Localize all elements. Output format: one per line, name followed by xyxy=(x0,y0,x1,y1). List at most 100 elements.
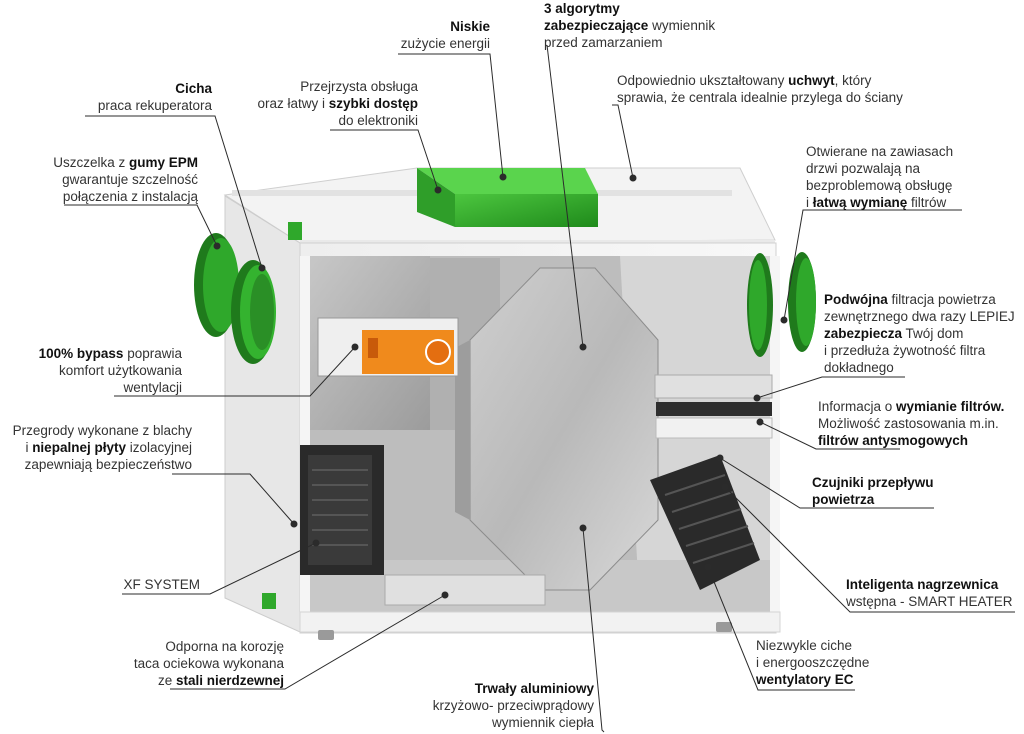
callout-line: Przejrzysta obsługa xyxy=(257,78,418,95)
filters xyxy=(654,374,773,439)
callout-line: Odporna na korozję xyxy=(134,638,284,655)
callout-text: drzwi pozwalają na xyxy=(806,161,921,176)
callout-bold-text: Cicha xyxy=(175,81,212,96)
callout-drzwi: Otwierane na zawiasach drzwi pozwalają na… xyxy=(806,143,953,211)
callout-wymiennik: Trwały aluminiowy krzyżowo- przeciwprądow… xyxy=(433,680,594,731)
callout-bold-text: niepalnej płyty xyxy=(32,440,126,455)
callout-bold-text: stali nierdzewnej xyxy=(175,673,284,688)
callout-text: zapewniają bezpieczeństwo xyxy=(24,457,192,472)
callout-line: Informacja o wymianie filtrów. xyxy=(818,398,1004,415)
callout-line: Cicha xyxy=(98,80,212,97)
callout-line: przed zamarzaniem xyxy=(544,34,715,51)
callout-line: gwarantuje szczelność xyxy=(53,171,198,188)
callout-line: zabezpiecza Twój dom xyxy=(824,325,1015,342)
callout-bold-text: Podwójna xyxy=(824,292,888,307)
callout-line: wymiennik ciepła xyxy=(433,714,594,731)
callout-bold-text: zabezpieczające xyxy=(544,18,649,33)
callout-bold-text: zabezpiecza xyxy=(824,326,903,341)
callout-text: gwarantuje szczelność xyxy=(62,172,198,187)
callout-text: Odporna na korozję xyxy=(165,639,284,654)
callout-line: zewnętrznego dwa razy LEPIEJ xyxy=(824,308,1015,325)
callout-text: wentylacji xyxy=(123,380,182,395)
callout-line: komfort użytkowania xyxy=(39,362,182,379)
callout-text: ze xyxy=(157,673,176,688)
callout-line: ze stali nierdzewnej xyxy=(134,672,284,689)
callout-line: zużycie energii xyxy=(401,35,490,52)
callout-line: wentylatory EC xyxy=(756,671,869,688)
callout-line: zabezpieczające wymiennik xyxy=(544,17,715,34)
callout-text: filtrów xyxy=(907,195,947,210)
callout-text: połączenia z instalacją xyxy=(62,189,198,204)
callout-text: Odpowiednio ukształtowany xyxy=(617,73,789,88)
callout-bold-text: Trwały aluminiowy xyxy=(474,681,594,696)
callout-text: zużycie energii xyxy=(400,36,490,51)
right-ducts xyxy=(747,252,816,357)
callout-przegrody: Przegrody wykonane z blachy i niepalnej p… xyxy=(13,422,192,473)
callout-text: wymiennik ciepła xyxy=(491,715,594,730)
right-fan xyxy=(650,455,760,590)
callout-line: i łatwą wymianę filtrów xyxy=(806,194,953,211)
callout-line: wentylacji xyxy=(39,379,182,396)
callout-text: Przegrody wykonane z blachy xyxy=(12,423,192,438)
callout-text: i przedłuża żywotność filtra xyxy=(824,343,986,358)
callout-text: praca rekuperatora xyxy=(97,98,212,113)
callout-text: filtracja powietrza xyxy=(887,292,996,307)
callout-bold-text: Czujniki przepływu xyxy=(812,475,934,490)
callout-text: i xyxy=(25,440,33,455)
callout-line: Inteligenta nagrzewnica xyxy=(846,576,1013,593)
callout-line: oraz łatwy i szybki dostęp xyxy=(257,95,418,112)
callout-line: krzyżowo- przeciwprądowy xyxy=(433,697,594,714)
callout-line: filtrów antysmogowych xyxy=(818,432,1004,449)
callout-line: i przedłuża żywotność filtra xyxy=(824,342,1015,359)
callout-line: do elektroniki xyxy=(257,112,418,129)
callout-line: wstępna - SMART HEATER xyxy=(846,593,1013,610)
callout-line: Odpowiednio ukształtowany uchwyt, który xyxy=(617,72,903,89)
callout-text: do elektroniki xyxy=(338,113,418,128)
callout-line: Podwójna filtracja powietrza xyxy=(824,291,1015,308)
left-fan xyxy=(300,445,384,575)
callout-text: izolacyjnej xyxy=(125,440,192,455)
callout-bold-text: 3 algorytmy xyxy=(544,1,620,16)
callout-text: Niezwykle ciche xyxy=(756,638,853,653)
callout-text: wymiennik xyxy=(648,18,716,33)
callout-text: Otwierane na zawiasach xyxy=(806,144,954,159)
electronics-box xyxy=(417,168,598,227)
callout-xf: XF SYSTEM xyxy=(123,576,200,593)
callout-bold-text: Inteligenta nagrzewnica xyxy=(846,577,999,592)
callout-bold-text: Niskie xyxy=(450,19,490,34)
callout-line: sprawia, że centrala idealnie przylega d… xyxy=(617,89,903,106)
bypass-actuator xyxy=(317,317,459,377)
callout-line: Przegrody wykonane z blachy xyxy=(13,422,192,439)
callout-text: sprawia, że centrala idealnie przylega d… xyxy=(617,90,903,105)
callout-text: XF SYSTEM xyxy=(123,577,200,592)
callout-niskie: Niskie zużycie energii xyxy=(401,18,490,52)
callout-text: bezproblemową obsługę xyxy=(806,178,953,193)
callout-text: krzyżowo- przeciwprądowy xyxy=(432,698,594,713)
callout-line: Uszczelka z gumy EPM xyxy=(53,154,198,171)
green-clips xyxy=(262,222,302,609)
heat-exchanger xyxy=(430,258,659,591)
callout-text: dokładnego xyxy=(824,360,894,375)
callout-line: 3 algorytmy xyxy=(544,0,715,17)
callout-text: i energooszczędne xyxy=(756,655,870,670)
callout-text: zewnętrznego dwa razy LEPIEJ xyxy=(824,309,1015,324)
callout-bold-text: gumy EPM xyxy=(128,155,198,170)
callout-line: i energooszczędne xyxy=(756,654,869,671)
callout-informacja: Informacja o wymianie filtrów.Możliwość … xyxy=(818,398,1004,449)
callout-line: taca ociekowa wykonana xyxy=(134,655,284,672)
callout-text: oraz łatwy i xyxy=(257,96,329,111)
callout-line: Czujniki przepływu xyxy=(812,474,934,491)
callout-line: 100% bypass poprawia xyxy=(39,345,182,362)
callout-bold-text: 100% bypass xyxy=(38,346,124,361)
callout-line: Otwierane na zawiasach xyxy=(806,143,953,160)
callout-text: Możliwość zastosowania m.in. xyxy=(818,416,999,431)
callout-line: zapewniają bezpieczeństwo xyxy=(13,456,192,473)
callout-text: przed zamarzaniem xyxy=(544,35,663,50)
